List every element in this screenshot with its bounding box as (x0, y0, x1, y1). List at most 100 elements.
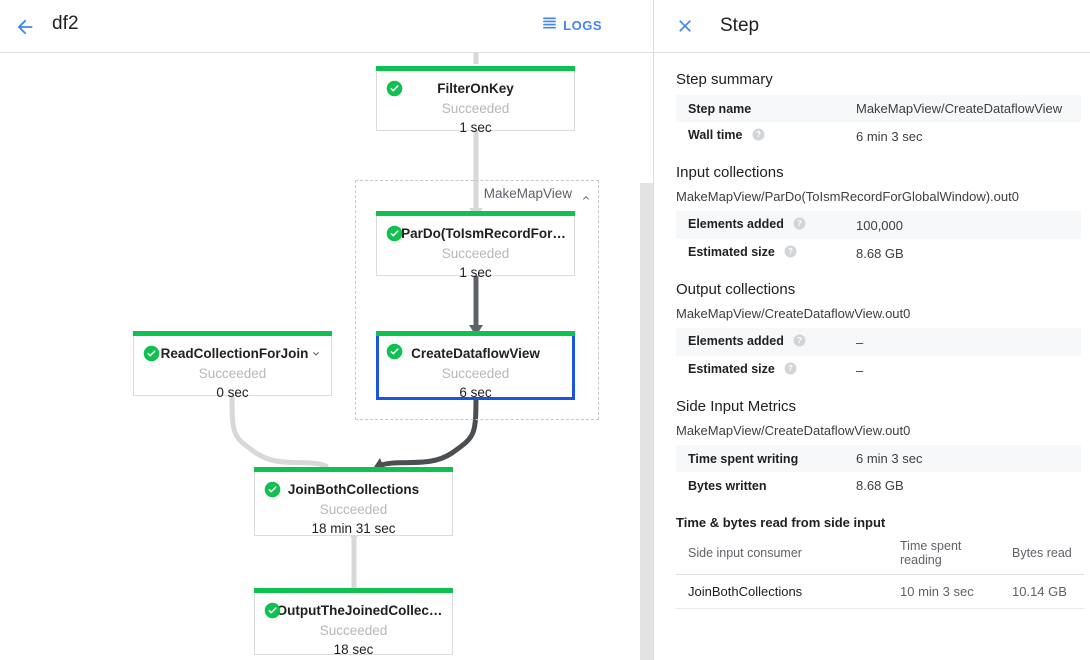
check-circle-icon (264, 602, 281, 619)
graph-edges (225, 53, 483, 588)
output-collections-heading: Output collections (676, 281, 796, 298)
chevron-down-icon[interactable] (310, 347, 322, 359)
step-summary-table: Step name MakeMapView/CreateDataflowView… (676, 95, 1081, 150)
row-key: Step name (676, 95, 844, 122)
svg-text:?: ? (788, 247, 793, 256)
input-collection-name: MakeMapView/ParDo(ToIsmRecordForGlobalWi… (676, 189, 1019, 204)
column-header-time-spent-reading: Time spent reading (888, 534, 1000, 575)
row-key-label: Elements added (688, 334, 784, 348)
node-duration: 18 sec (333, 642, 374, 657)
step-panel-body: Step summary Step name MakeMapView/Creat… (654, 53, 1090, 609)
node-status: Succeeded (441, 101, 510, 116)
row-key: Estimated size ? (676, 239, 844, 267)
table-row: Elements added ? 100,000 (676, 211, 1081, 239)
help-icon[interactable]: ? (793, 217, 806, 233)
output-collections-table: Elements added ? – Estimated size (676, 328, 1081, 384)
list-icon (542, 15, 557, 35)
node-status-bar (376, 331, 575, 336)
row-value: 8.68 GB (856, 478, 904, 493)
chevron-up-icon[interactable] (580, 191, 592, 203)
node-status: Succeeded (441, 246, 510, 261)
node-status-bar (254, 467, 453, 472)
row-key-label: Wall time (688, 128, 743, 142)
check-circle-icon (143, 345, 160, 362)
row-key-label: Estimated size (688, 362, 775, 376)
top-app-bar: df2 LOGS (0, 0, 654, 53)
table-row: Time spent writing 6 min 3 sec (676, 445, 1081, 472)
help-icon[interactable]: ? (784, 245, 797, 261)
output-collection-name: MakeMapView/CreateDataflowView.out0 (676, 306, 911, 321)
row-value: 6 min 3 sec (856, 128, 923, 144)
node-title: ReadCollectionForJoin (160, 346, 309, 361)
row-value: – (844, 328, 1081, 356)
row-value: 8.68 GB (856, 245, 904, 261)
table-row: Estimated size ? – (676, 356, 1081, 384)
row-value: MakeMapView/CreateDataflowView (844, 95, 1081, 122)
node-title: CreateDataflowView (411, 346, 540, 361)
graph-node-pardo-toismrecordfor[interactable]: ParDo(ToIsmRecordFor… Succeeded 1 sec (376, 211, 575, 280)
side-input-metrics-table: Time spent writing 6 min 3 sec Bytes wri… (676, 445, 1081, 499)
input-collections-heading: Input collections (676, 164, 784, 181)
step-panel-header: Step (654, 0, 1090, 53)
node-duration: 6 sec (459, 385, 492, 400)
graph-node-createdataflowview[interactable]: CreateDataflowView Succeeded 6 sec (376, 331, 575, 400)
help-icon[interactable]: ? (793, 334, 806, 350)
back-arrow-icon[interactable] (8, 10, 42, 44)
check-circle-icon (386, 80, 403, 97)
svg-text:?: ? (756, 130, 761, 139)
row-key: Elements added ? (676, 211, 844, 239)
node-status-bar (133, 331, 332, 336)
job-graph-canvas[interactable]: MakeMapView FilterOnKey Succeeded (0, 53, 654, 660)
help-icon[interactable]: ? (752, 128, 765, 144)
node-status: Succeeded (319, 623, 388, 638)
graph-node-filteronkey[interactable]: FilterOnKey Succeeded 1 sec (376, 66, 575, 135)
node-title: ParDo(ToIsmRecordFor… (401, 226, 566, 241)
table-row: Estimated size ? 8.68 GB (676, 239, 1081, 267)
node-status: Succeeded (319, 502, 388, 517)
node-status-bar (376, 211, 575, 216)
logs-button[interactable]: LOGS (542, 15, 602, 35)
row-key: Time spent writing (676, 445, 844, 472)
group-label: MakeMapView (483, 186, 572, 201)
side-input-read-table: Side input consumer Time spent reading B… (676, 534, 1084, 609)
side-input-metrics-heading: Side Input Metrics (676, 398, 797, 415)
graph-node-outputthejoinedcollection[interactable]: OutputTheJoinedCollec… Succeeded 18 sec (254, 588, 453, 657)
graph-node-readcollectionforjoin[interactable]: ReadCollectionForJoin Succeeded 0 sec (133, 331, 332, 400)
table-row: JoinBothCollections 10 min 3 sec 10.14 G… (676, 574, 1084, 609)
row-key-label: Estimated size (688, 245, 775, 259)
cell-time-spent-reading: 10 min 3 sec (888, 574, 1000, 609)
step-summary-heading: Step summary (676, 71, 773, 88)
logs-button-label: LOGS (563, 17, 602, 33)
row-value: 100,000 (844, 211, 1081, 239)
row-key: Wall time ? (676, 122, 844, 150)
graph-node-joinbothcollections[interactable]: JoinBothCollections Succeeded 18 min 31 … (254, 467, 453, 536)
step-details-panel: Step Step summary Step name MakeMapView/… (654, 0, 1090, 660)
row-key: Bytes written (688, 478, 767, 493)
node-title: OutputTheJoinedCollec… (276, 603, 443, 618)
check-circle-icon (386, 343, 403, 360)
column-header-bytes-read: Bytes read (1000, 534, 1084, 575)
node-status: Succeeded (198, 366, 267, 381)
row-key-label: Elements added (688, 217, 784, 231)
table-row: Elements added ? – (676, 328, 1081, 356)
help-icon[interactable]: ? (784, 362, 797, 378)
close-icon[interactable] (670, 11, 700, 41)
table-row: Step name MakeMapView/CreateDataflowView (676, 95, 1081, 122)
check-circle-icon (264, 481, 281, 498)
column-header-consumer: Side input consumer (676, 534, 888, 575)
node-duration: 0 sec (216, 385, 249, 400)
node-title: FilterOnKey (437, 81, 514, 96)
graph-pane-scrollbar[interactable] (640, 183, 653, 660)
job-name-title: df2 (52, 13, 79, 34)
cell-bytes-read: 10.14 GB (1000, 574, 1084, 609)
row-key: Estimated size ? (676, 356, 844, 384)
group-makemapview[interactable]: MakeMapView (355, 180, 599, 420)
svg-text:?: ? (788, 364, 793, 373)
svg-text:?: ? (797, 336, 802, 345)
check-circle-icon (386, 225, 403, 242)
row-value: – (856, 362, 864, 378)
job-graph-pane: df2 LOGS (0, 0, 654, 660)
table-row: Bytes written 8.68 GB (676, 472, 1081, 499)
input-collections-table: Elements added ? 100,000 Estimated size (676, 211, 1081, 267)
